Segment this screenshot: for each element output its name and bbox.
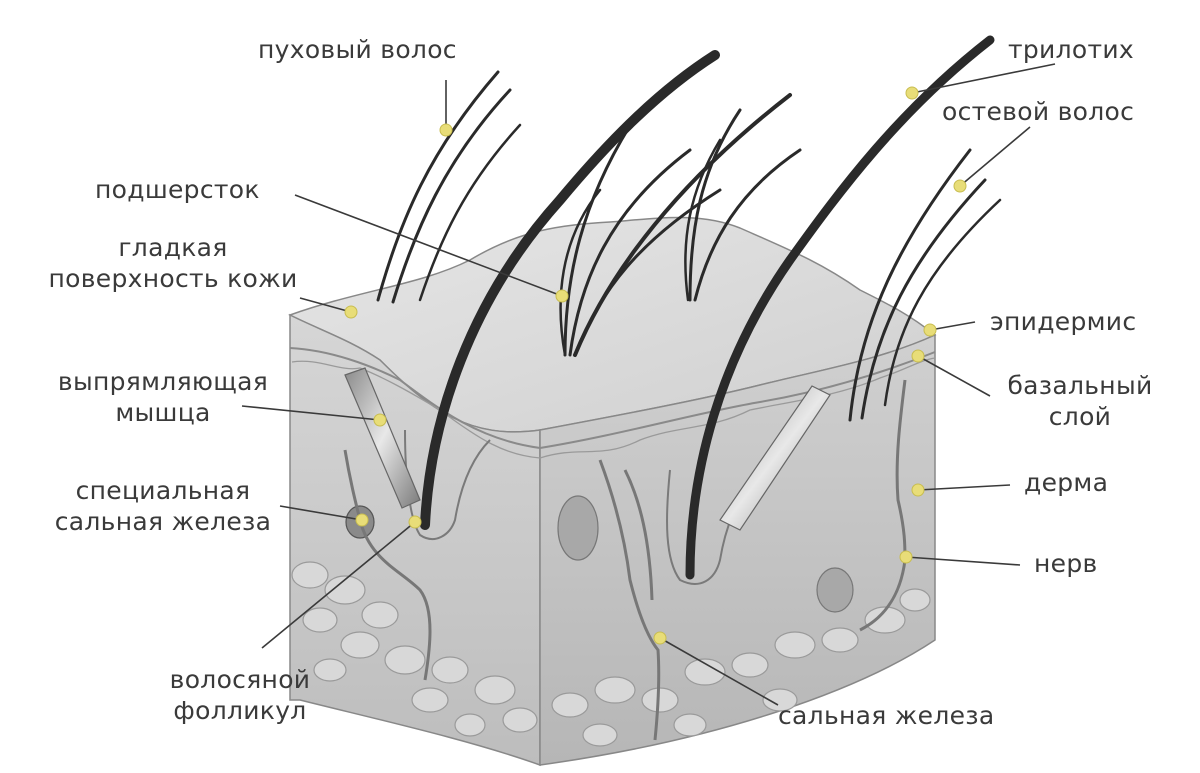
label-basal-line2: слой <box>1048 402 1112 432</box>
marker-smooth-skin <box>344 305 358 319</box>
marker-epidermis <box>923 323 937 337</box>
label-special-sebaceous-gland: специальная сальная железа <box>38 475 288 538</box>
marker-trilotrix <box>905 86 919 100</box>
arrector-muscle-right <box>719 385 831 531</box>
label-basal-layer: базальный слой <box>985 370 1175 433</box>
label-smooth-skin-line1: гладкая <box>118 233 228 262</box>
sebaceous-gland-right-a <box>557 495 599 561</box>
label-arrector-line2: мышца <box>115 398 211 428</box>
label-special-gland-line2: сальная железа <box>54 507 272 537</box>
marker-arrector <box>373 413 387 427</box>
label-dermis: дерма <box>1024 468 1109 497</box>
label-special-gland-line1: специальная <box>75 476 251 505</box>
marker-sebaceous <box>653 631 667 645</box>
leader-lines <box>241 63 1056 706</box>
marker-dermis <box>911 483 925 497</box>
sebaceous-gland-right-b <box>816 567 854 613</box>
label-arrector-line1: выпрямляющая <box>57 367 269 396</box>
label-vellus-hair: пуховый волос <box>258 35 457 64</box>
label-epidermis: эпидермис <box>990 307 1137 336</box>
label-nerve: нерв <box>1034 549 1098 578</box>
marker-follicle <box>408 515 422 529</box>
label-sebaceous-gland: сальная железа <box>778 701 995 730</box>
arrector-muscle-left <box>344 367 421 509</box>
epidermis-line-right <box>539 351 936 449</box>
marker-vellus-hair <box>439 123 453 137</box>
hairs <box>376 35 1002 580</box>
marker-basal <box>911 349 925 363</box>
dermis-wavy-left <box>291 360 541 459</box>
label-smooth-skin: гладкая поверхность кожи <box>38 232 308 295</box>
label-smooth-skin-line2: поверхность кожи <box>48 264 298 294</box>
label-hair-follicle: волосяной фолликул <box>140 664 340 727</box>
dermis-wavy-right <box>539 357 936 459</box>
label-undercoat: подшерсток <box>95 175 260 204</box>
marker-undercoat <box>555 289 569 303</box>
label-basal-line1: базальный <box>1007 371 1153 400</box>
label-guard-hair: остевой волос <box>942 97 1135 126</box>
epidermis-line-left <box>289 347 541 449</box>
skin-right-face <box>539 333 936 766</box>
label-markers <box>344 86 967 645</box>
label-follicle-line2: фолликул <box>173 696 307 726</box>
label-arrector-muscle: выпрямляющая мышца <box>38 366 288 429</box>
label-follicle-line1: волосяной <box>169 665 311 694</box>
marker-special-gland <box>355 513 369 527</box>
label-trilotrix: трилотих <box>1008 35 1134 64</box>
marker-nerve <box>899 550 913 564</box>
fat-cells <box>291 561 931 747</box>
nerve-fibres <box>343 379 907 741</box>
marker-guard-hair <box>953 179 967 193</box>
